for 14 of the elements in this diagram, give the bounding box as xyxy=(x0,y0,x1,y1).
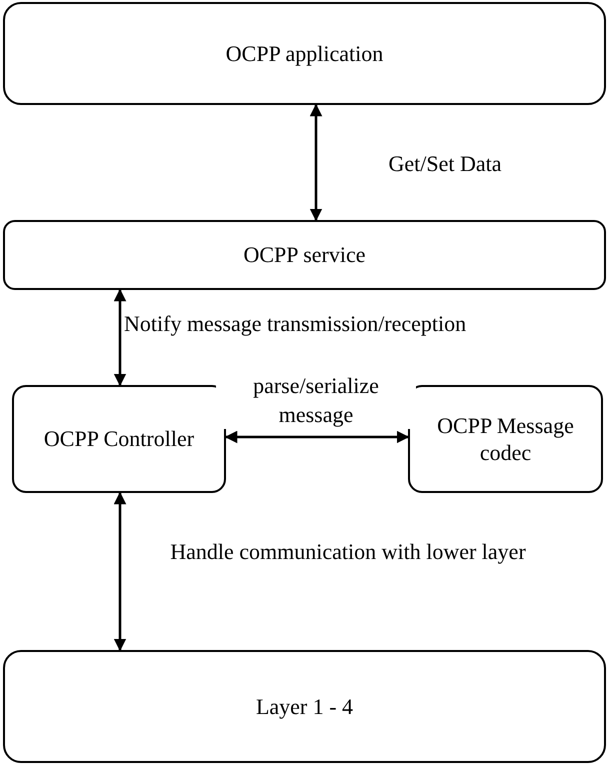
process-box xyxy=(408,385,603,493)
node-label: OCPP service xyxy=(243,241,366,269)
process-box xyxy=(3,650,606,763)
double-arrow xyxy=(224,430,410,444)
node-label: OCPP Message codec xyxy=(436,412,575,466)
process-box xyxy=(3,220,606,290)
node-label: OCPP Controller xyxy=(44,425,194,453)
process-box xyxy=(3,2,606,105)
node-label: OCPP application xyxy=(226,40,384,68)
double-arrow xyxy=(114,492,126,652)
process-box xyxy=(12,385,226,493)
double-arrow xyxy=(310,104,322,222)
double-arrow xyxy=(114,288,126,386)
node-label: Layer 1 - 4 xyxy=(256,692,354,720)
